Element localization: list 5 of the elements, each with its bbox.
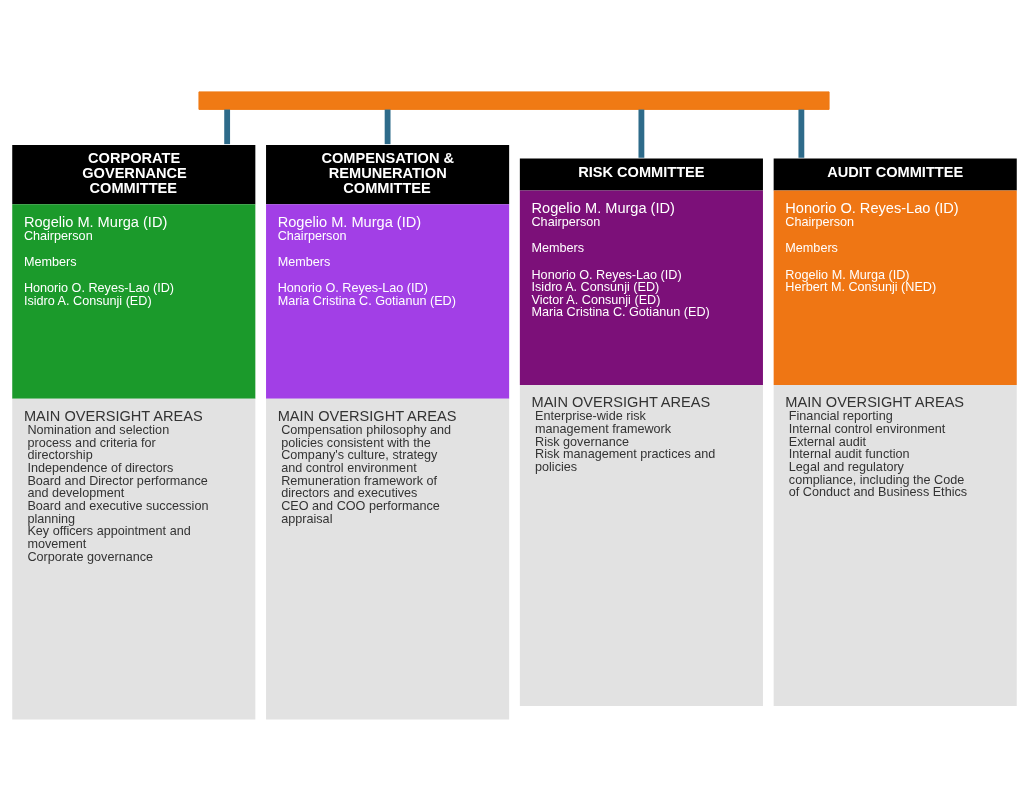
connector bbox=[224, 109, 231, 144]
connector bbox=[384, 109, 391, 144]
connector bbox=[638, 109, 645, 158]
node-bar bbox=[198, 90, 830, 110]
connector bbox=[798, 109, 805, 158]
